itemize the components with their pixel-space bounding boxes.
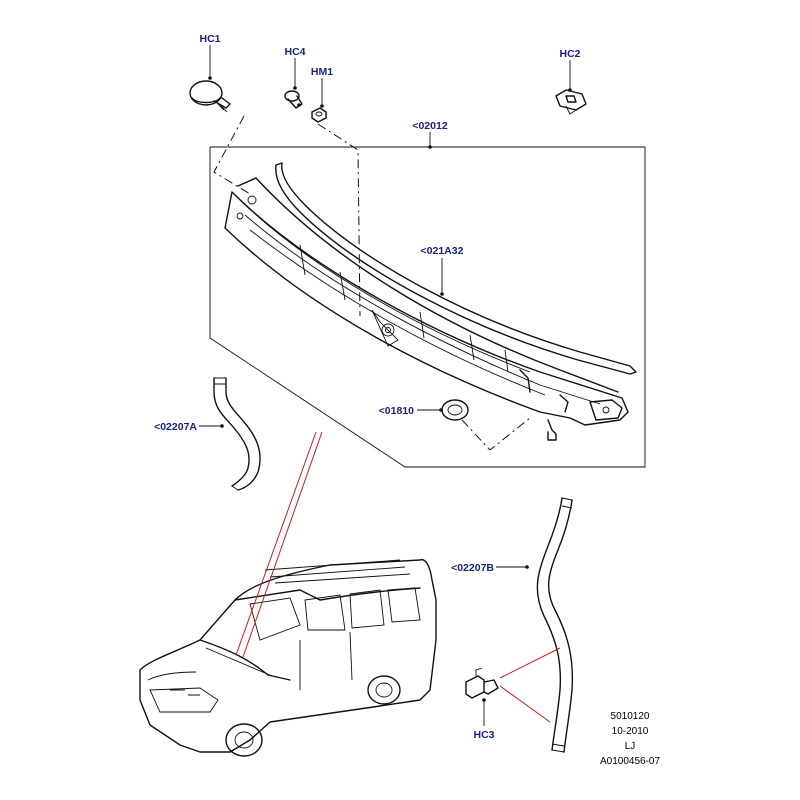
- leader-dot-01810: [439, 408, 443, 412]
- assembly-line-01810: [461, 417, 531, 451]
- assembly-frame: [209, 146, 646, 468]
- hose-02207a: [213, 377, 261, 491]
- reference-line-1: 5010120: [611, 711, 650, 722]
- leader-dot-hc3: [482, 698, 486, 702]
- callout-hc4: HC4: [284, 46, 305, 58]
- clip-hc2: [555, 89, 587, 115]
- grommet-01810: [441, 399, 469, 421]
- callout-02207b: <02207B: [451, 562, 494, 574]
- nut-hm1: [311, 107, 327, 123]
- clip-hc1: [189, 80, 231, 113]
- vehicle-outline: [139, 558, 437, 757]
- callout-02012: <02012: [412, 120, 447, 132]
- leader-dot-hc2: [568, 88, 572, 92]
- cowl-panel: [224, 177, 629, 441]
- callout-hc1: HC1: [199, 33, 220, 45]
- assembly-line-hc4: [317, 123, 361, 317]
- hose-02207b: [536, 497, 574, 753]
- callout-hc3: HC3: [473, 729, 494, 741]
- callout-02207a: <02207A: [154, 421, 197, 433]
- indicator-line-cowl-2: [242, 431, 323, 658]
- leader-dot-021a32: [440, 292, 444, 296]
- seal-strip: [275, 162, 637, 375]
- indicator-line-hc3-2: [499, 685, 551, 723]
- leader-dot-hc4: [293, 86, 297, 90]
- callout-021a32: <021A32: [421, 245, 464, 257]
- connector-hc3: [465, 667, 499, 699]
- callout-01810: <01810: [379, 405, 414, 417]
- reference-line-3: LJ: [625, 741, 636, 752]
- indicator-line-hc3-1: [499, 647, 561, 679]
- leader-dot-hm1: [320, 104, 324, 108]
- callout-hm1: HM1: [311, 66, 333, 78]
- indicator-line-cowl-1: [235, 431, 317, 656]
- leader-dot-02207b: [525, 565, 529, 569]
- leader-dot-02012: [428, 145, 432, 149]
- assembly-line-hc1: [213, 115, 251, 195]
- reference-line-2: 10-2010: [612, 726, 649, 737]
- callout-hc2: HC2: [559, 48, 580, 60]
- reference-line-4: A0100456-07: [600, 756, 660, 767]
- fastener-hc4: [284, 90, 303, 109]
- leader-dot-02207a: [220, 424, 224, 428]
- leader-dot-hc1: [208, 76, 212, 80]
